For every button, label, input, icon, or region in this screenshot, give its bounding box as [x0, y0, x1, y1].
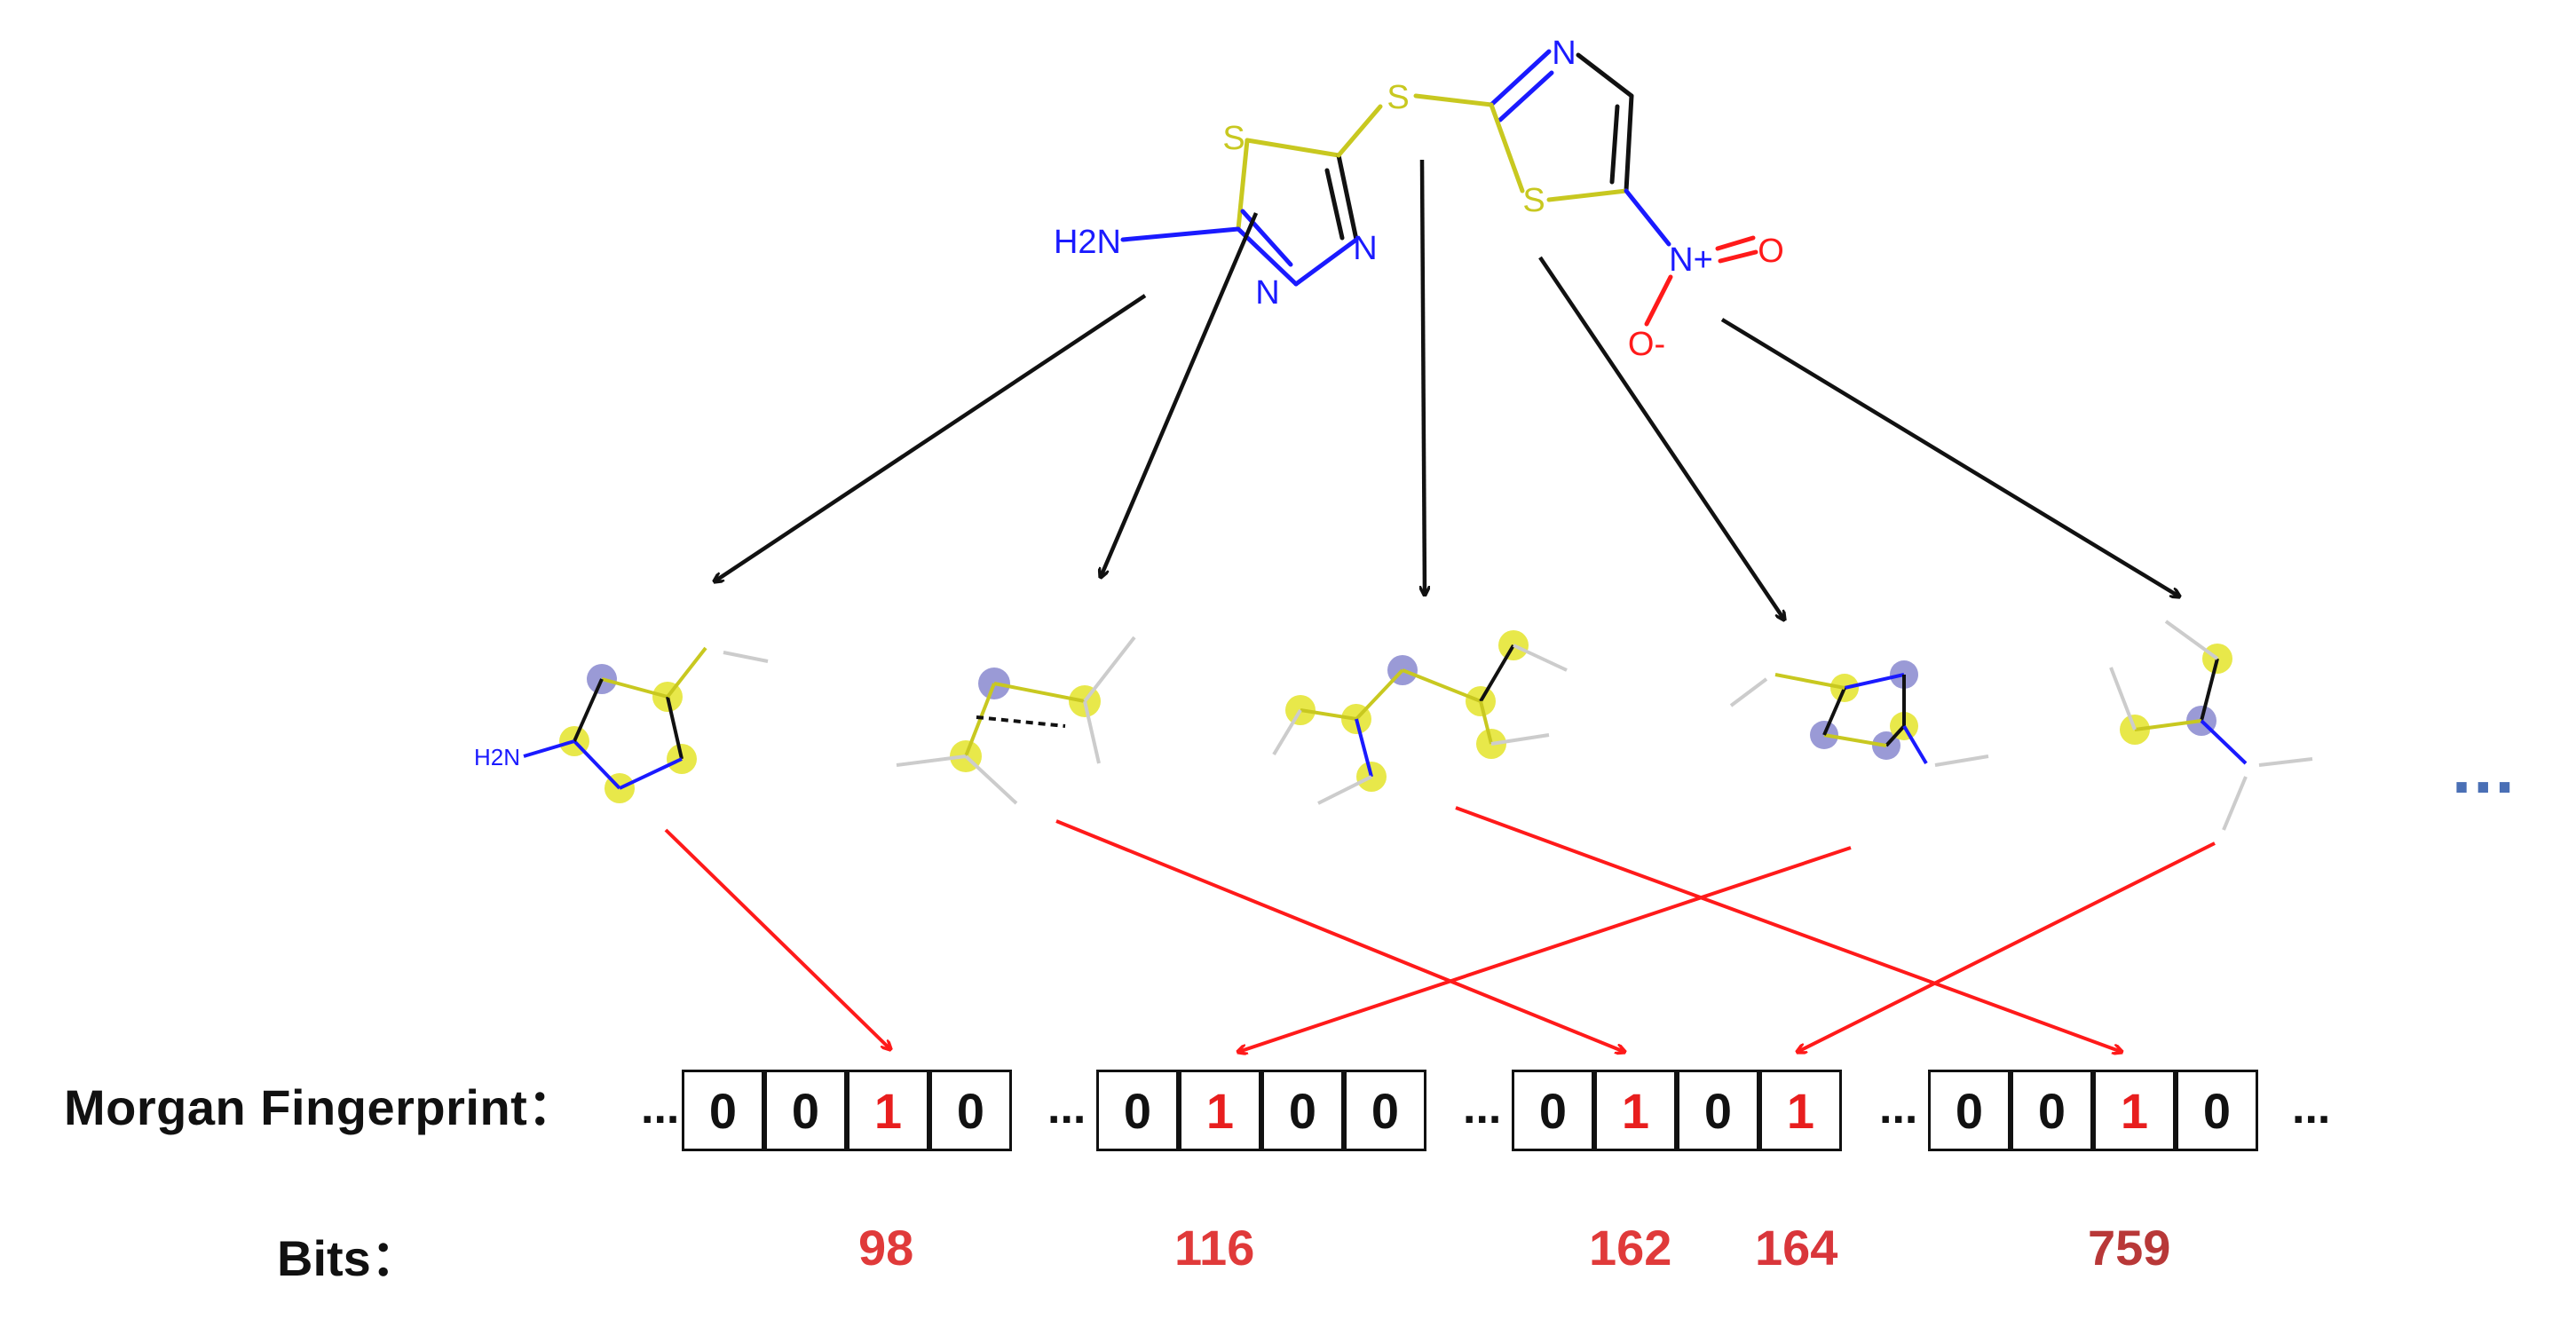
black-arrow-3 — [1422, 159, 1425, 595]
red-arrow-5 — [1798, 841, 2216, 1052]
main-molecule — [1120, 49, 1758, 327]
bit-index-759: 759 — [2088, 1220, 2171, 1276]
red-arrow-3 — [1455, 806, 2122, 1052]
bit-cell: 1 — [1759, 1070, 1842, 1151]
bit-cell: 1 — [1179, 1070, 1261, 1151]
black-arrow-2 — [1101, 212, 1259, 577]
atom-nitro-n: N+ — [1669, 241, 1713, 279]
ellipsis-4: ... — [1879, 1082, 1918, 1134]
atom-n-ring2: N — [1552, 35, 1576, 72]
more-fragments-indicator: ... — [2452, 729, 2517, 808]
atom-nitro-o1: O — [1758, 233, 1784, 270]
black-arrow-4 — [1538, 256, 1784, 620]
bit-cell: 1 — [1594, 1070, 1677, 1151]
fragment-1: H2N — [474, 646, 769, 803]
bits-label: Bits： — [277, 1230, 421, 1286]
fragment-2 — [896, 636, 1136, 805]
fragment-1-amine: H2N — [474, 744, 520, 770]
ellipsis-2: ... — [1047, 1082, 1087, 1134]
ellipsis-5: ... — [2292, 1082, 2331, 1134]
bit-index-116: 116 — [1174, 1220, 1255, 1276]
bit-index-164: 164 — [1755, 1220, 1838, 1276]
black-arrows — [715, 159, 2179, 620]
red-arrow-4 — [1238, 846, 1852, 1052]
bit-cell: 0 — [2011, 1070, 2093, 1151]
atom-nitro-o2: O- — [1628, 326, 1665, 363]
atom-s-bridge: S — [1387, 79, 1409, 116]
red-arrows — [664, 806, 2216, 1052]
atom-n1-ring1: N — [1353, 230, 1377, 267]
bit-cell: 0 — [2176, 1070, 2258, 1151]
bit-cell: 0 — [1928, 1070, 2011, 1151]
atom-amine: H2N — [1054, 224, 1121, 261]
main-molecule-labels: S S S N N N H2N N+ O O- — [1054, 35, 1784, 363]
fragment-5 — [2109, 620, 2313, 831]
red-arrow-2 — [1055, 819, 1624, 1052]
bit-cell: 1 — [847, 1070, 929, 1151]
fragment-3 — [1272, 630, 1568, 805]
bit-cell: 0 — [1512, 1070, 1594, 1151]
red-arrow-1 — [664, 828, 890, 1049]
ellipsis-3: ... — [1463, 1082, 1502, 1134]
bit-cell: 0 — [682, 1070, 764, 1151]
ellipsis-1: ... — [641, 1082, 680, 1134]
black-arrow-1 — [715, 294, 1147, 581]
bit-cell: 1 — [2093, 1070, 2176, 1151]
black-arrow-5 — [1720, 318, 2179, 596]
bit-cell: 0 — [1344, 1070, 1426, 1151]
bit-cell: 0 — [1261, 1070, 1344, 1151]
bit-index-162: 162 — [1589, 1220, 1672, 1276]
atom-s-ring2: S — [1522, 182, 1545, 219]
atom-n2-ring1: N — [1255, 274, 1279, 312]
bit-cell: 0 — [764, 1070, 847, 1151]
bit-index-98: 98 — [858, 1220, 914, 1276]
fingerprint-label: Morgan Fingerprint： — [64, 1079, 578, 1135]
fragment-4 — [1729, 660, 1989, 767]
bit-cell: 0 — [929, 1070, 1012, 1151]
bit-cell: 0 — [1677, 1070, 1759, 1151]
atom-s-ring1: S — [1222, 120, 1245, 157]
bit-cell: 0 — [1096, 1070, 1179, 1151]
